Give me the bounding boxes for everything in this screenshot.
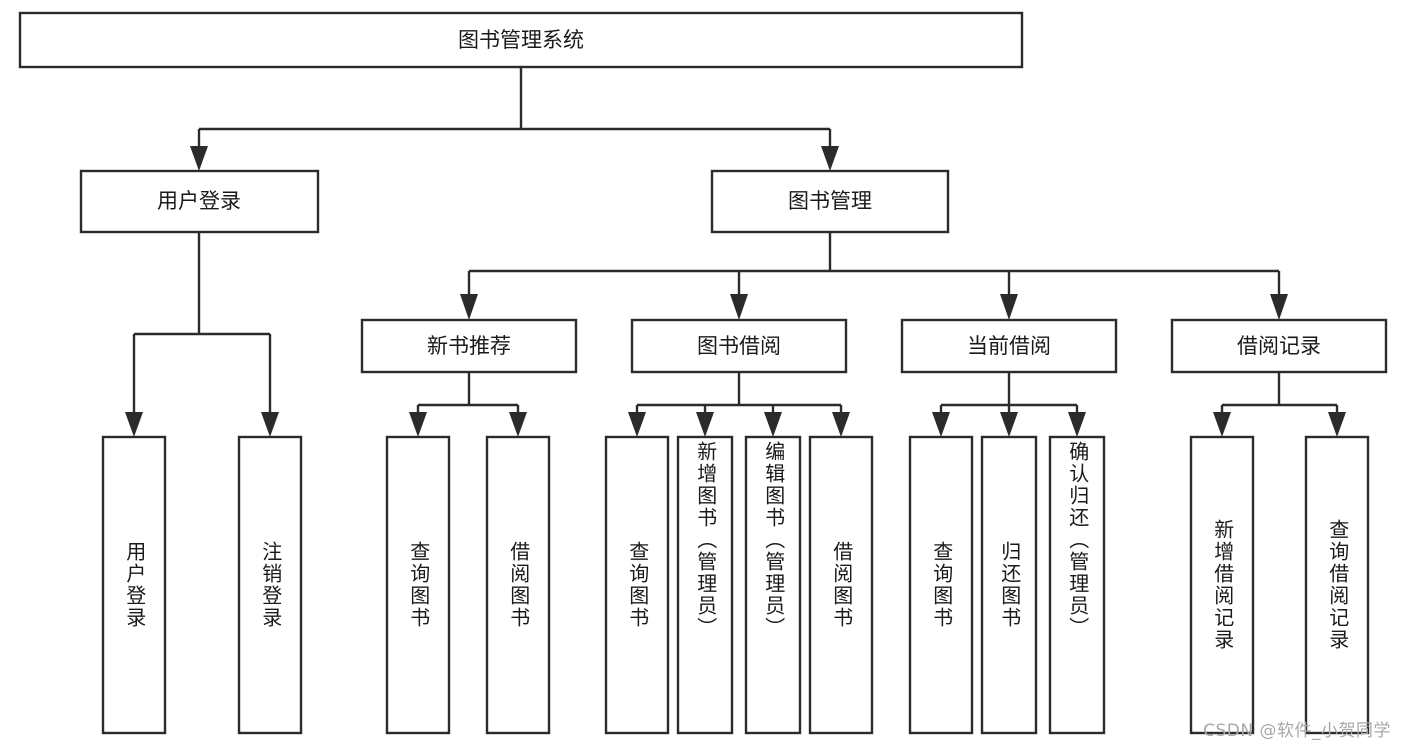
arrow-bb-leaf-3	[764, 412, 782, 437]
arrow-bm-to-borrow-record	[1270, 294, 1288, 320]
arrow-bm-to-new-book-recommend	[460, 294, 478, 320]
arrow-bb-leaf-2	[696, 412, 714, 437]
arrow-bm-to-book-borrow	[730, 294, 748, 320]
connector-group-new-book-recommend	[409, 372, 527, 437]
leaf-box-query-book-3[interactable]	[908, 435, 974, 735]
node-book-manage-box[interactable]	[710, 169, 950, 234]
watermark-text: CSDN @软件_小贺同学	[1203, 721, 1391, 741]
node-root[interactable]: 图书管理系统	[18, 11, 1024, 69]
arrow-br-leaf-1	[1213, 412, 1231, 437]
node-new-book-recommend-box[interactable]	[360, 318, 578, 374]
node-book-borrow-label: 图书借阅	[697, 334, 781, 358]
leaf-box-query-book-1[interactable]	[385, 435, 451, 735]
leaf-box-user-login[interactable]	[101, 435, 167, 735]
arrow-bb-leaf-1	[628, 412, 646, 437]
leaf-box-confirm-return[interactable]	[1048, 435, 1106, 735]
node-book-manage[interactable]: 图书管理	[710, 169, 950, 234]
connector-group-borrow-record	[1213, 372, 1346, 437]
node-root-label: 图书管理系统	[458, 28, 584, 52]
leaf-box-edit-book[interactable]	[744, 435, 802, 735]
arrow-bm-to-current-borrow	[1000, 294, 1018, 320]
node-borrow-record-label: 借阅记录	[1237, 334, 1321, 358]
leaf-box-query-book-2[interactable]	[604, 435, 670, 735]
leaf-box-query-record[interactable]	[1304, 435, 1370, 735]
node-new-book-recommend-label: 新书推荐	[427, 334, 511, 358]
connector-group-current-borrow	[932, 372, 1086, 437]
connector-group-book-manage	[460, 232, 1288, 320]
arrow-bb-leaf-4	[832, 412, 850, 437]
arrow-br-leaf-2	[1328, 412, 1346, 437]
connector-group-root	[190, 67, 839, 171]
connector-group-user-login	[125, 232, 279, 437]
leaf-box-user-logout[interactable]	[237, 435, 303, 735]
node-book-borrow[interactable]: 图书借阅	[630, 318, 848, 374]
leaf-box-borrow-book-1[interactable]	[485, 435, 551, 735]
node-borrow-record-box[interactable]	[1170, 318, 1388, 374]
arrow-user-login-leaf-2	[261, 412, 279, 437]
node-new-book-recommend[interactable]: 新书推荐	[360, 318, 578, 374]
node-root-box[interactable]	[18, 11, 1024, 69]
node-current-borrow[interactable]: 当前借阅	[900, 318, 1118, 374]
arrow-root-to-user-login	[190, 146, 208, 171]
node-borrow-record[interactable]: 借阅记录	[1170, 318, 1388, 374]
node-current-borrow-label: 当前借阅	[967, 334, 1051, 358]
node-user-login-box[interactable]	[79, 169, 320, 234]
arrow-nbr-leaf-1	[409, 412, 427, 437]
leaf-box-add-record[interactable]	[1189, 435, 1255, 735]
arrow-cb-leaf-3	[1068, 412, 1086, 437]
node-current-borrow-box[interactable]	[900, 318, 1118, 374]
arrow-nbr-leaf-2	[509, 412, 527, 437]
arrow-user-login-leaf-1	[125, 412, 143, 437]
node-user-login[interactable]: 用户登录	[79, 169, 320, 234]
connector-group-book-borrow	[628, 372, 850, 437]
node-book-manage-label: 图书管理	[788, 189, 872, 213]
arrow-cb-leaf-2	[1000, 412, 1018, 437]
arrow-cb-leaf-1	[932, 412, 950, 437]
leaf-box-add-book[interactable]	[676, 435, 734, 735]
node-book-borrow-box[interactable]	[630, 318, 848, 374]
leaf-box-borrow-book-2[interactable]	[808, 435, 874, 735]
node-user-login-label: 用户登录	[157, 189, 241, 213]
arrow-root-to-book-manage	[821, 146, 839, 171]
leaf-box-return-book[interactable]	[980, 435, 1038, 735]
